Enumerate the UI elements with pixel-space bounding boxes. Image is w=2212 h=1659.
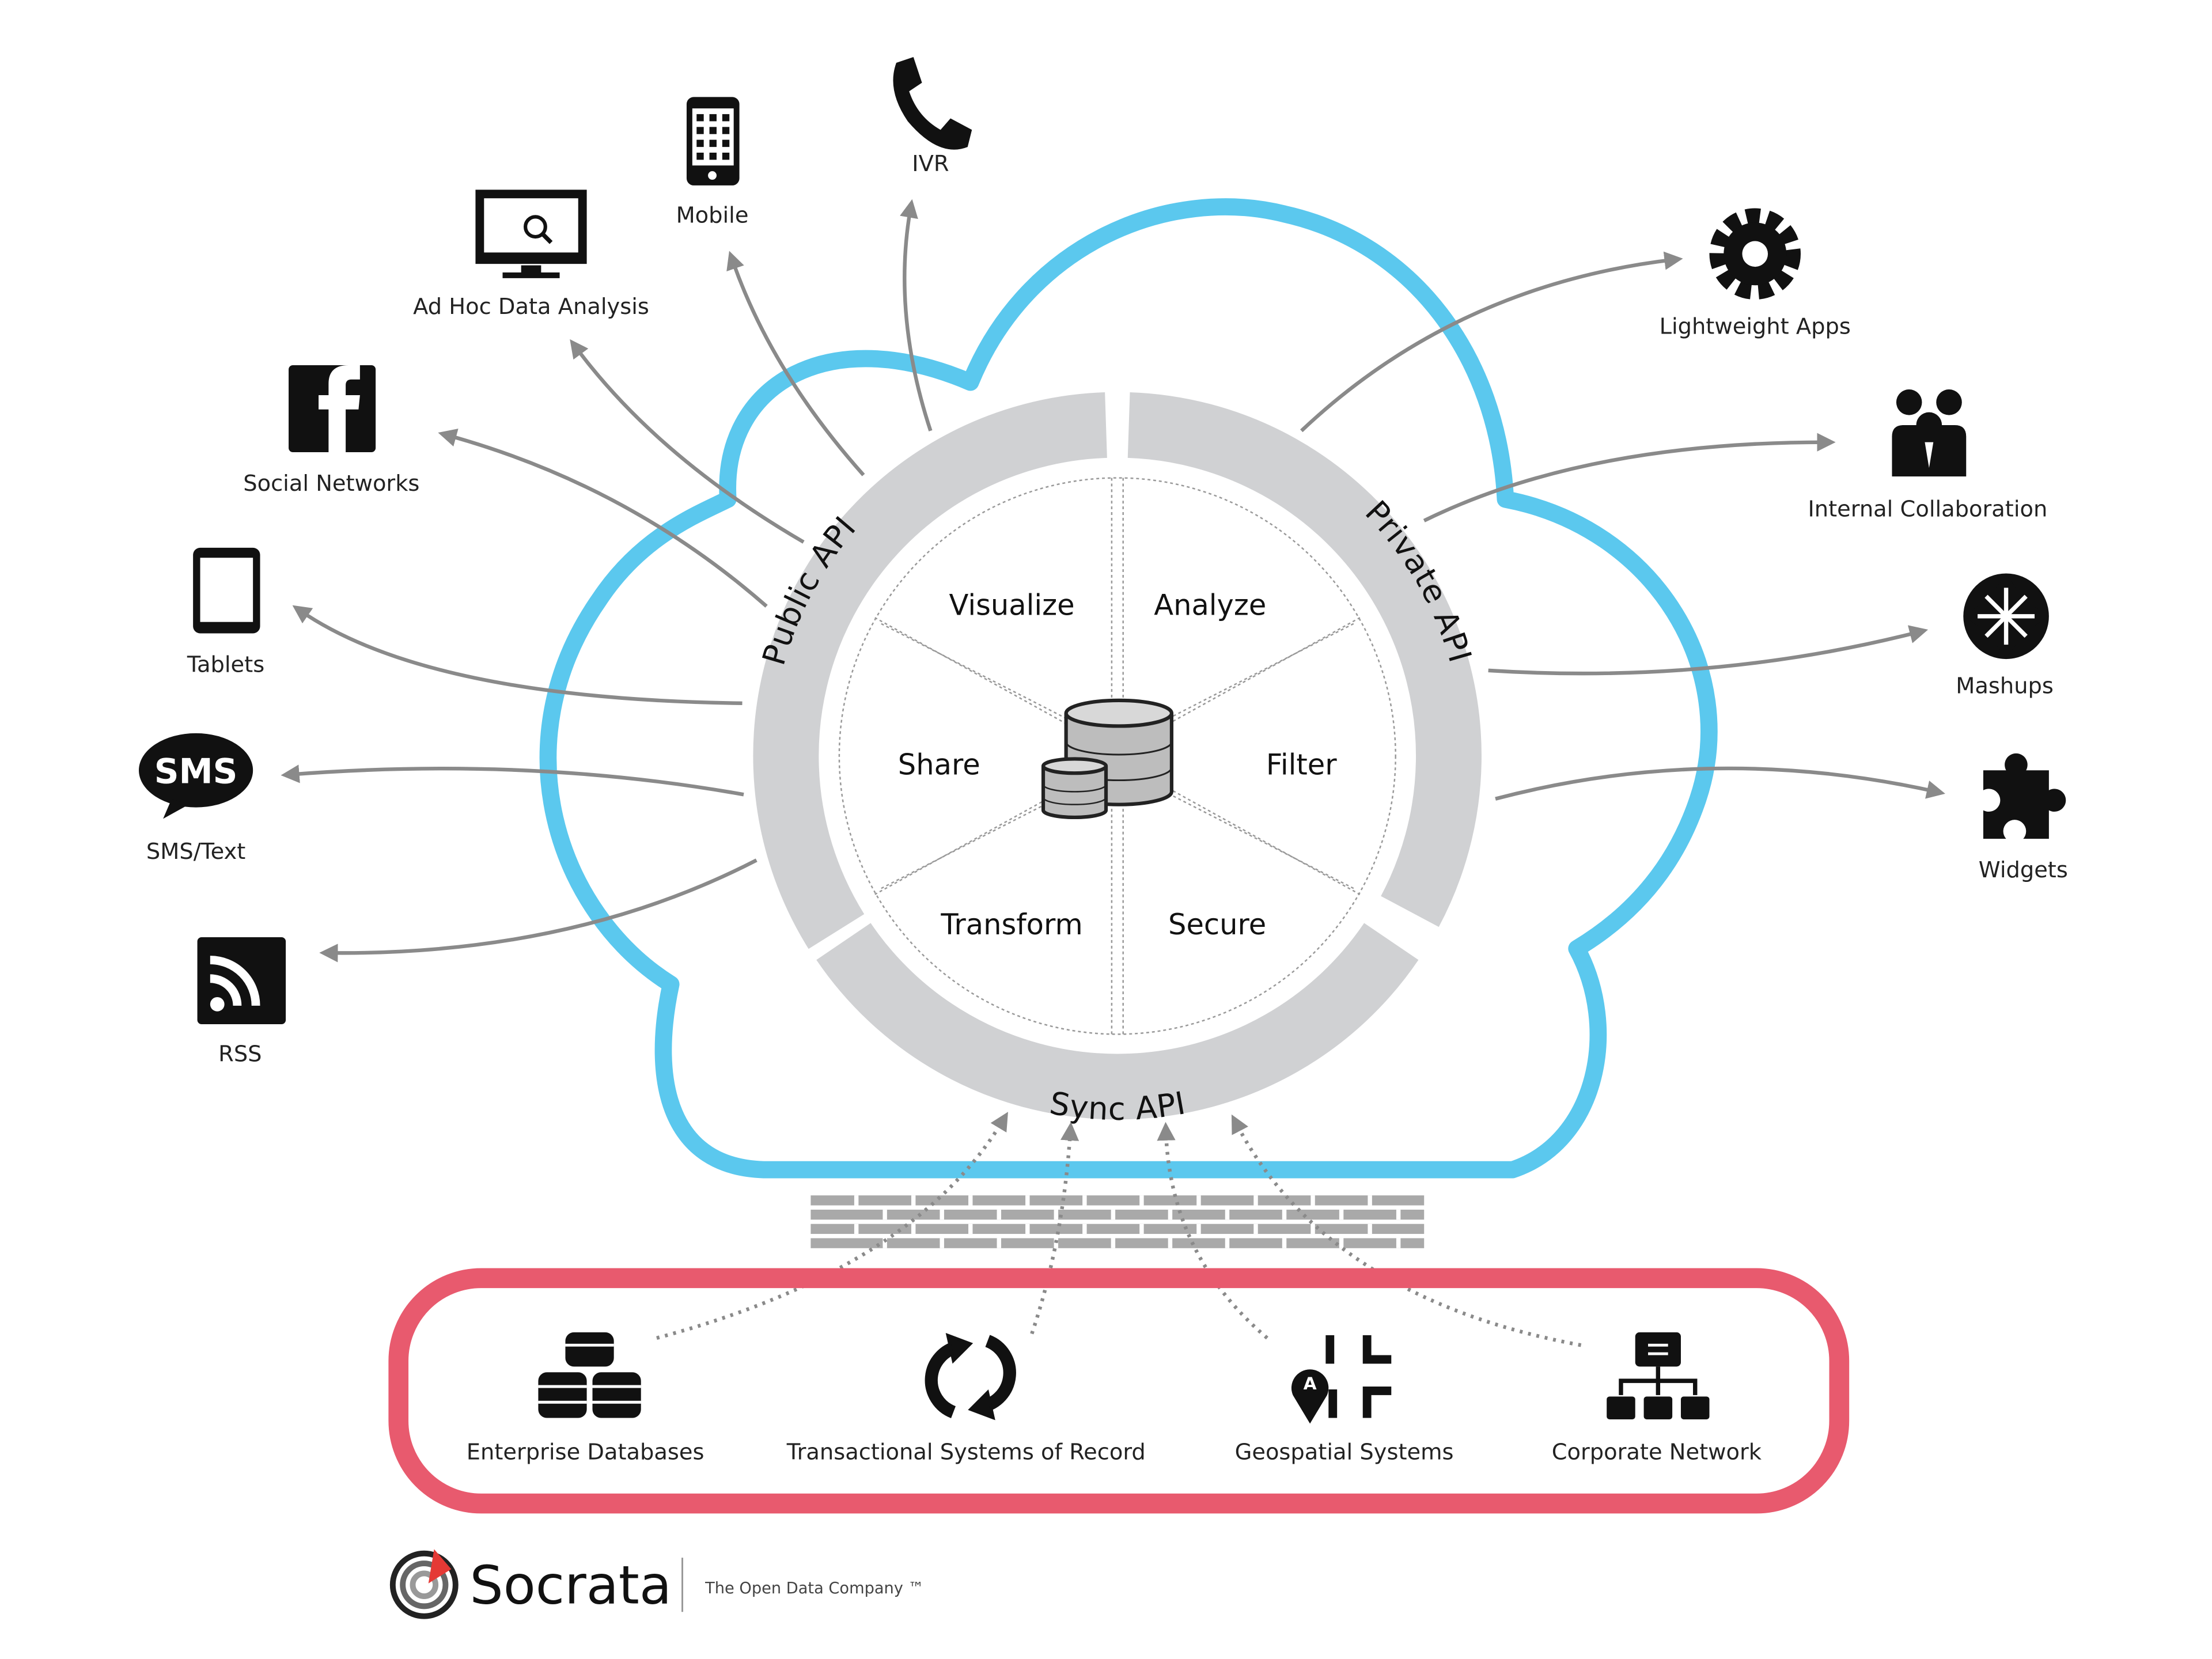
label: Social Networks	[243, 471, 419, 497]
label: Mashups	[1956, 673, 2054, 699]
consumer-internal-collaboration: Internal Collaboration	[1808, 389, 2047, 522]
wedge-filter: Filter	[1266, 748, 1337, 782]
org-chart-icon	[1607, 1332, 1710, 1419]
puzzle-icon	[1983, 753, 2066, 839]
sync-icon	[925, 1332, 1016, 1421]
svg-text:Sync API: Sync API	[1047, 1084, 1188, 1127]
label: SMS/Text	[146, 839, 245, 865]
sms-bubble-icon: SMS	[139, 733, 253, 819]
telephone-icon	[893, 57, 972, 150]
consumer-ivr: IVR	[893, 57, 972, 177]
databases-icon	[538, 1332, 641, 1418]
source-corporate-network: Corporate Network	[1552, 1332, 1762, 1465]
consumer-widgets: Widgets	[1979, 753, 2068, 883]
sync-api-segment	[816, 923, 1419, 1120]
inbound-arrows	[656, 1112, 1582, 1347]
private-api-segment	[1127, 392, 1482, 927]
cloud-outline	[539, 198, 1718, 1179]
label: IVR	[912, 151, 949, 177]
map-pin-icon: A	[1291, 1335, 1392, 1424]
monitor-search-icon	[475, 190, 587, 278]
wedge-analyze: Analyze	[1154, 588, 1266, 622]
consumer-lightweight-apps: Lightweight Apps	[1660, 208, 1851, 339]
wedge-transform: Transform	[940, 908, 1082, 941]
gear-icon	[1709, 208, 1801, 300]
socrata-logo: Socrata The Open Data Company ™	[389, 1549, 924, 1619]
consumer-mashups: Mashups	[1956, 573, 2054, 699]
wedge-share: Share	[898, 748, 980, 782]
rss-icon	[197, 937, 286, 1025]
facebook-icon	[289, 365, 376, 453]
people-icon	[1892, 389, 1967, 477]
label: RSS	[218, 1041, 262, 1067]
data-sources-box	[388, 1268, 1850, 1514]
database-icon	[1041, 698, 1174, 820]
label: Internal Collaboration	[1808, 496, 2047, 522]
label: Mobile	[676, 202, 749, 228]
firewall-bricks	[810, 1195, 1425, 1248]
mashup-arrows-icon	[1963, 573, 2049, 660]
logo-name: Socrata	[470, 1554, 672, 1616]
socrata-target-icon	[389, 1549, 459, 1619]
source-geospatial-systems: A Geospatial Systems	[1235, 1335, 1454, 1465]
label: Geospatial Systems	[1235, 1439, 1454, 1465]
outbound-arrows	[281, 199, 1945, 963]
logo-tagline: The Open Data Company ™	[704, 1580, 924, 1597]
tablet-icon	[193, 547, 260, 634]
wedge-secure: Secure	[1168, 908, 1266, 941]
consumer-sms-text: SMS SMS/Text	[139, 733, 253, 865]
api-ring: Public API Private API Sync API	[753, 392, 1482, 1127]
consumer-social-networks: Social Networks	[243, 365, 419, 497]
source-transactional-systems: Transactional Systems of Record	[786, 1332, 1146, 1465]
mobile-phone-icon	[686, 97, 740, 185]
consumer-tablets: Tablets	[187, 547, 264, 677]
label: Ad Hoc Data Analysis	[413, 294, 649, 320]
consumer-ad-hoc-data-analysis: Ad Hoc Data Analysis	[413, 190, 649, 320]
label: Transactional Systems of Record	[786, 1439, 1146, 1465]
consumer-rss: RSS	[197, 937, 286, 1067]
label: Lightweight Apps	[1660, 313, 1851, 339]
svg-text:A: A	[1304, 1374, 1317, 1394]
public-api-segment	[753, 392, 1107, 949]
consumer-mobile: Mobile	[676, 97, 749, 228]
label: Enterprise Databases	[467, 1439, 704, 1465]
label: Corporate Network	[1552, 1439, 1762, 1465]
sms-icon-text: SMS	[154, 752, 238, 792]
source-enterprise-databases: Enterprise Databases	[467, 1332, 704, 1465]
sync-api-label: Sync API	[1047, 1084, 1188, 1127]
label: Tablets	[187, 652, 264, 677]
wedge-visualize: Visualize	[949, 588, 1075, 622]
label: Widgets	[1979, 857, 2068, 883]
capability-wheel	[838, 477, 1396, 1035]
